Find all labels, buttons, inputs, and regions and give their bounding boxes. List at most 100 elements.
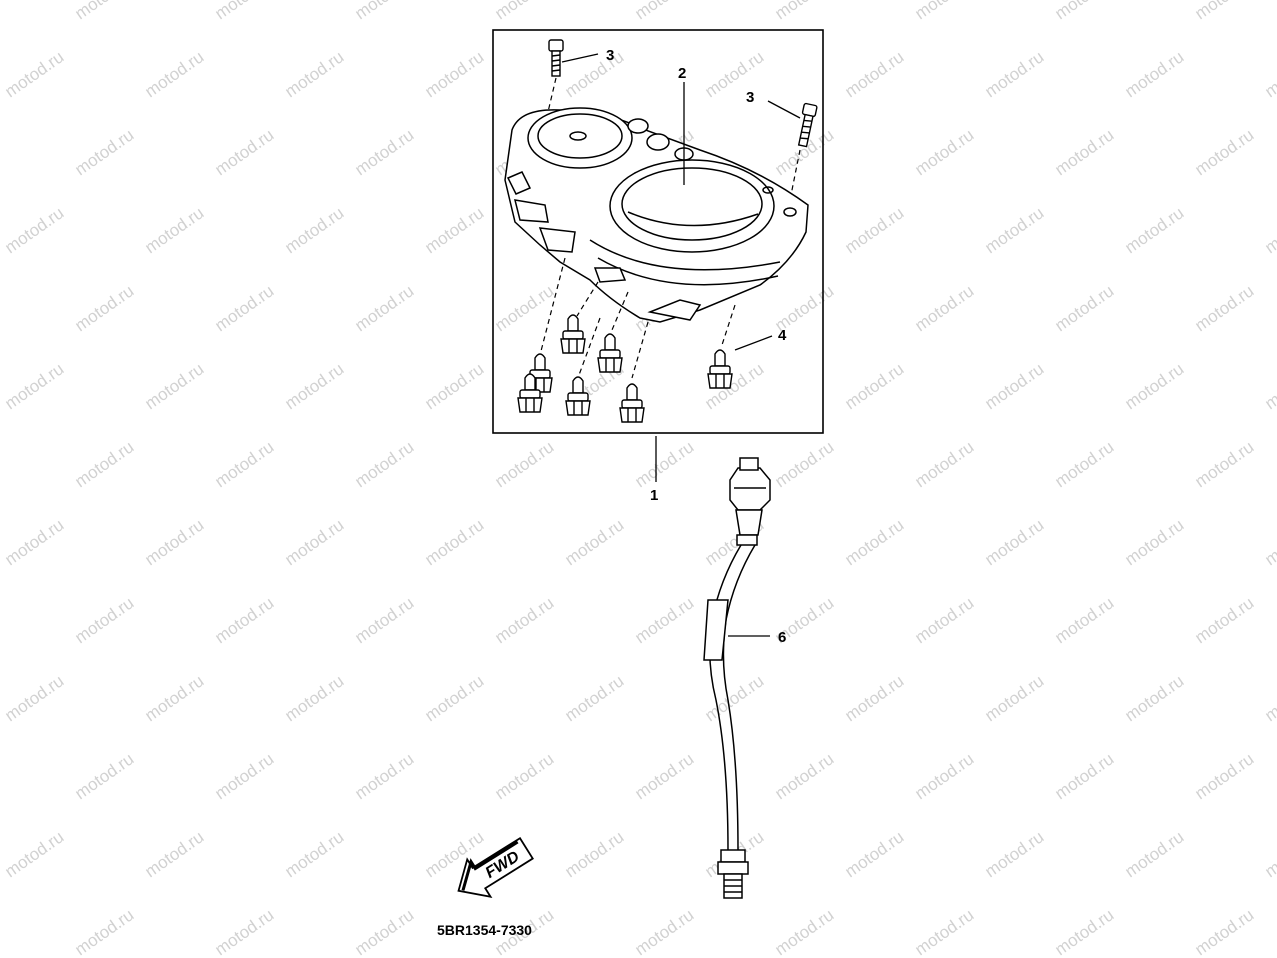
watermark-text: motod.ru: [281, 203, 347, 257]
watermark-text: motod.ru: [281, 515, 347, 569]
watermark-text: motod.ru: [351, 281, 417, 335]
watermark-text: motod.ru: [911, 281, 977, 335]
watermark-text: motod.ru: [911, 437, 977, 491]
watermark-text: motod.ru: [1, 203, 67, 257]
watermark-text: motod.ru: [281, 827, 347, 881]
watermark-text: motod.ru: [1121, 359, 1187, 413]
watermark-text: motod.ru: [631, 437, 697, 491]
watermark-text: motod.ru: [631, 749, 697, 803]
watermark-text: motod.ru: [1051, 281, 1117, 335]
watermark-text: motod.ru: [211, 0, 277, 23]
callout-4: 4: [778, 327, 787, 344]
watermark-text: motod.ru: [1, 515, 67, 569]
callout-1: 1: [650, 487, 658, 504]
watermark-text: motod.ru: [141, 359, 207, 413]
watermark-text: motod.ru: [561, 827, 627, 881]
watermark-text: motod.ru: [491, 437, 557, 491]
watermark-text: motod.ru: [631, 0, 697, 23]
watermark-text: motod.ru: [141, 671, 207, 725]
watermark-text: motod.ru: [1261, 47, 1277, 101]
watermark-text: motod.ru: [1261, 203, 1277, 257]
watermark-text: motod.ru: [351, 125, 417, 179]
watermark-text: motod.ru: [1191, 437, 1257, 491]
watermark-text: motod.ru: [281, 47, 347, 101]
watermark-text: motod.ru: [421, 359, 487, 413]
watermark-text: motod.ru: [1051, 749, 1117, 803]
watermark-text: motod.ru: [1051, 125, 1117, 179]
watermark-text: motod.ru: [491, 0, 557, 23]
bulb-socket: [560, 314, 586, 354]
watermark-text: motod.ru: [281, 359, 347, 413]
watermark-text: motod.ru: [281, 671, 347, 725]
watermark-text: motod.ru: [211, 437, 277, 491]
watermark-text: motod.ru: [911, 0, 977, 23]
watermark-text: motod.ru: [1191, 0, 1257, 23]
watermark-text: motod.ru: [1121, 203, 1187, 257]
bulb-socket: [565, 376, 591, 416]
watermark-text: motod.ru: [1051, 0, 1117, 23]
watermark-text: motod.ru: [981, 359, 1047, 413]
watermark-text: motod.ru: [491, 593, 557, 647]
watermark-text: motod.ru: [771, 905, 837, 958]
watermark-text: motod.ru: [71, 593, 137, 647]
watermark-text: motod.ru: [841, 359, 907, 413]
watermark-text: motod.ru: [981, 515, 1047, 569]
watermark-text: motod.ru: [1121, 515, 1187, 569]
watermark-text: motod.ru: [351, 437, 417, 491]
watermark-text: motod.ru: [631, 593, 697, 647]
watermark-text: motod.ru: [1261, 359, 1277, 413]
watermark-text: motod.ru: [841, 203, 907, 257]
watermark-text: motod.ru: [211, 125, 277, 179]
part-number: 5BR1354-7330: [437, 922, 532, 938]
callout-2: 2: [678, 65, 686, 82]
watermark-text: motod.ru: [211, 905, 277, 958]
bulb-sockets: [517, 314, 733, 423]
watermark-text: motod.ru: [1191, 281, 1257, 335]
watermark-text: motod.ru: [71, 905, 137, 958]
watermark-text: motod.ru: [911, 125, 977, 179]
watermark-text: motod.ru: [1191, 749, 1257, 803]
meter-assembly: [504, 107, 809, 323]
bulb-socket: [707, 349, 733, 389]
watermark-text: motod.ru: [771, 749, 837, 803]
watermark-text: motod.ru: [491, 749, 557, 803]
callout-6: 6: [778, 629, 786, 646]
watermark-text: motod.ru: [141, 203, 207, 257]
watermark-text: motod.ru: [561, 515, 627, 569]
watermark-text: motod.ru: [71, 749, 137, 803]
callout-3-left: 3: [606, 47, 614, 64]
watermark-text: motod.ru: [1121, 671, 1187, 725]
bulb-socket: [597, 333, 623, 373]
watermark-text: motod.ru: [911, 905, 977, 958]
watermark-text: motod.ru: [911, 593, 977, 647]
watermark-text: motod.ru: [1261, 827, 1277, 881]
watermark-text: motod.ru: [1051, 437, 1117, 491]
watermark-text: motod.ru: [421, 671, 487, 725]
callout-3-right: 3: [746, 89, 754, 106]
watermark-text: motod.ru: [1191, 905, 1257, 958]
watermark-text: motod.ru: [421, 515, 487, 569]
watermark-text: motod.ru: [841, 827, 907, 881]
bulb-socket: [517, 373, 543, 413]
watermark-text: motod.ru: [1, 47, 67, 101]
watermark-text: motod.ru: [1121, 47, 1187, 101]
watermark-text: motod.ru: [141, 827, 207, 881]
bulb-socket: [619, 383, 645, 423]
watermark-text: motod.ru: [771, 437, 837, 491]
watermark-text: motod.ru: [981, 47, 1047, 101]
assembly-frame: [492, 29, 824, 434]
watermark-text: motod.ru: [211, 593, 277, 647]
watermark-text: motod.ru: [841, 671, 907, 725]
watermark-text: motod.ru: [1, 359, 67, 413]
watermark-text: motod.ru: [211, 749, 277, 803]
bolt-left: [547, 39, 564, 113]
watermark-text: motod.ru: [491, 281, 557, 335]
bulb-guide-lines: [539, 257, 736, 379]
watermark-text: motod.ru: [141, 515, 207, 569]
watermark-text: motod.ru: [1261, 515, 1277, 569]
watermark-text: motod.ru: [71, 0, 137, 23]
watermark-text: motod.ru: [911, 749, 977, 803]
watermark-text: motod.ru: [1051, 593, 1117, 647]
watermark-text: motod.ru: [71, 437, 137, 491]
